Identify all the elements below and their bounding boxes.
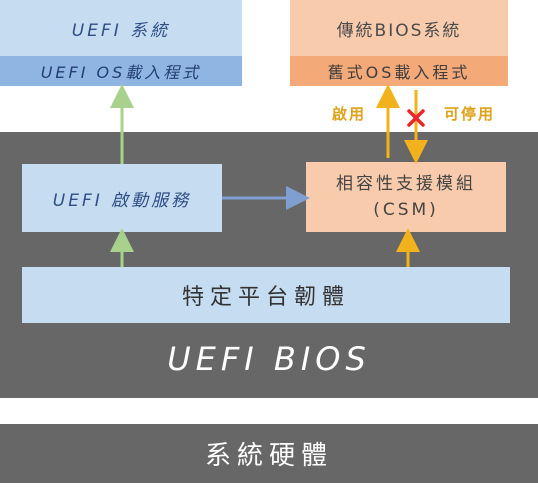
csm-box: 相容性支援模組 (CSM) — [306, 162, 506, 232]
system-hardware-label: 系統硬體 — [204, 441, 333, 471]
uefi-boot-services-label: UEFI 啟動服務 — [52, 190, 192, 211]
csm-abbreviation: (CSM) — [373, 200, 439, 220]
legacy-bios-system-title: 傳統BIOS系統 — [336, 20, 462, 41]
csm-enable-label: 啟用 — [332, 105, 367, 123]
csm-label: 相容性支援模組 — [336, 174, 476, 194]
platform-firmware-box: 特定平台韌體 — [22, 267, 510, 323]
platform-firmware-label: 特定平台韌體 — [181, 285, 350, 310]
uefi-system-title: UEFI 系統 — [71, 20, 171, 41]
uefi-os-loader-label: UEFI OS載入程式 — [40, 63, 202, 82]
uefi-os-loader-box: UEFI OS載入程式 — [0, 56, 242, 86]
legacy-os-loader-box: 舊式OS載入程式 — [290, 56, 508, 86]
uefi-bios-title: UEFI BIOS — [167, 340, 371, 378]
legacy-bios-system-box: 傳統BIOS系統 — [290, 0, 508, 56]
system-hardware-box: 系統硬體 — [0, 424, 538, 483]
uefi-system-box: UEFI 系統 — [0, 0, 242, 56]
disable-x-icon — [407, 109, 425, 127]
csm-disable-label: 可停用 — [444, 105, 496, 123]
legacy-os-loader-label: 舊式OS載入程式 — [327, 63, 471, 82]
uefi-boot-services-box: UEFI 啟動服務 — [22, 164, 222, 232]
